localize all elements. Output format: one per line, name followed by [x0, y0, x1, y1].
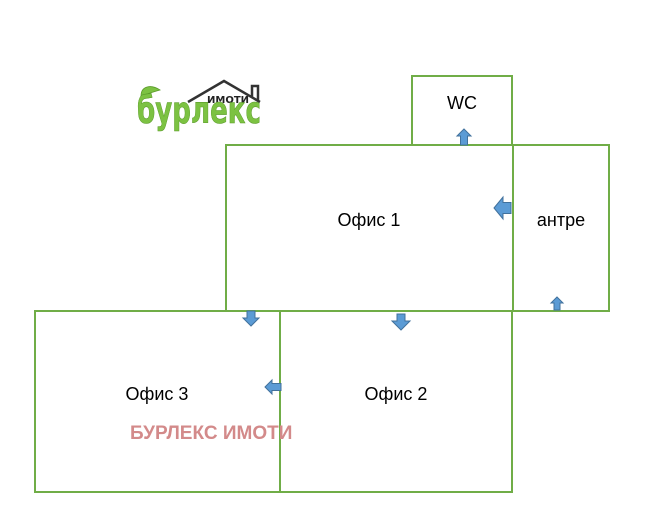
leaf-icon — [140, 86, 161, 97]
logo-word: бурлекс — [137, 89, 261, 132]
arrow-left-icon-to-office1 — [493, 195, 512, 221]
arrow-left-icon-to-office3 — [264, 378, 282, 396]
room-label-office1: Офис 1 — [338, 210, 401, 230]
house-roof-icon — [187, 79, 261, 104]
arrow-up-icon-entrance — [549, 296, 565, 311]
arrow-down-icon-to-office3-top — [241, 310, 261, 327]
arrow-up-icon-to-wc — [455, 128, 473, 146]
burleks-logo: ИМОТИ бурлекс — [137, 79, 261, 132]
room-label-hallway: антре — [537, 210, 585, 230]
room-label-office2: Офис 2 — [365, 384, 428, 404]
watermark-text: БУРЛЕКС ИМОТИ — [130, 423, 292, 444]
room-office2 — [279, 310, 513, 493]
room-label-wc: WC — [447, 93, 477, 113]
logo-small-text: ИМОТИ — [207, 95, 249, 106]
room-label-office3: Офис 3 — [126, 384, 189, 404]
room-hallway — [512, 144, 610, 312]
arrow-down-icon-to-office2 — [390, 313, 412, 331]
